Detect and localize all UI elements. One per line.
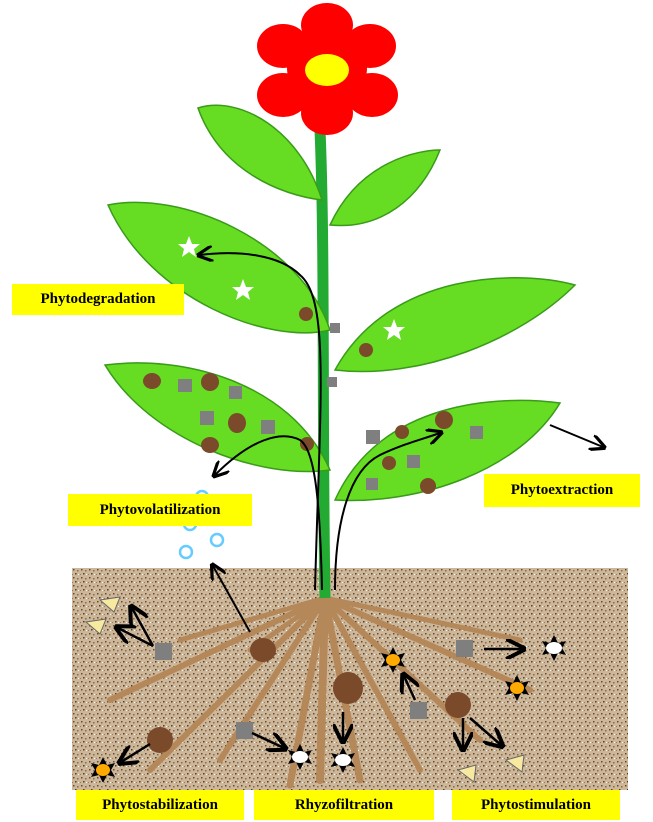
leaf-top-right	[330, 150, 440, 226]
label-phytoextraction: Phytoextraction	[484, 474, 640, 507]
label-phytostabilization: Phytostabilization	[76, 790, 244, 820]
label-phytodegradation: Phytodegradation	[12, 284, 184, 315]
leaf-mid-right	[335, 278, 575, 372]
flower	[257, 3, 398, 135]
flower-center	[305, 54, 349, 86]
label-phytostimulation: Phytostimulation	[452, 790, 620, 820]
label-rhyzofiltration: Rhyzofiltration	[254, 790, 434, 820]
label-phytovolatilization: Phytovolatilization	[68, 494, 252, 526]
